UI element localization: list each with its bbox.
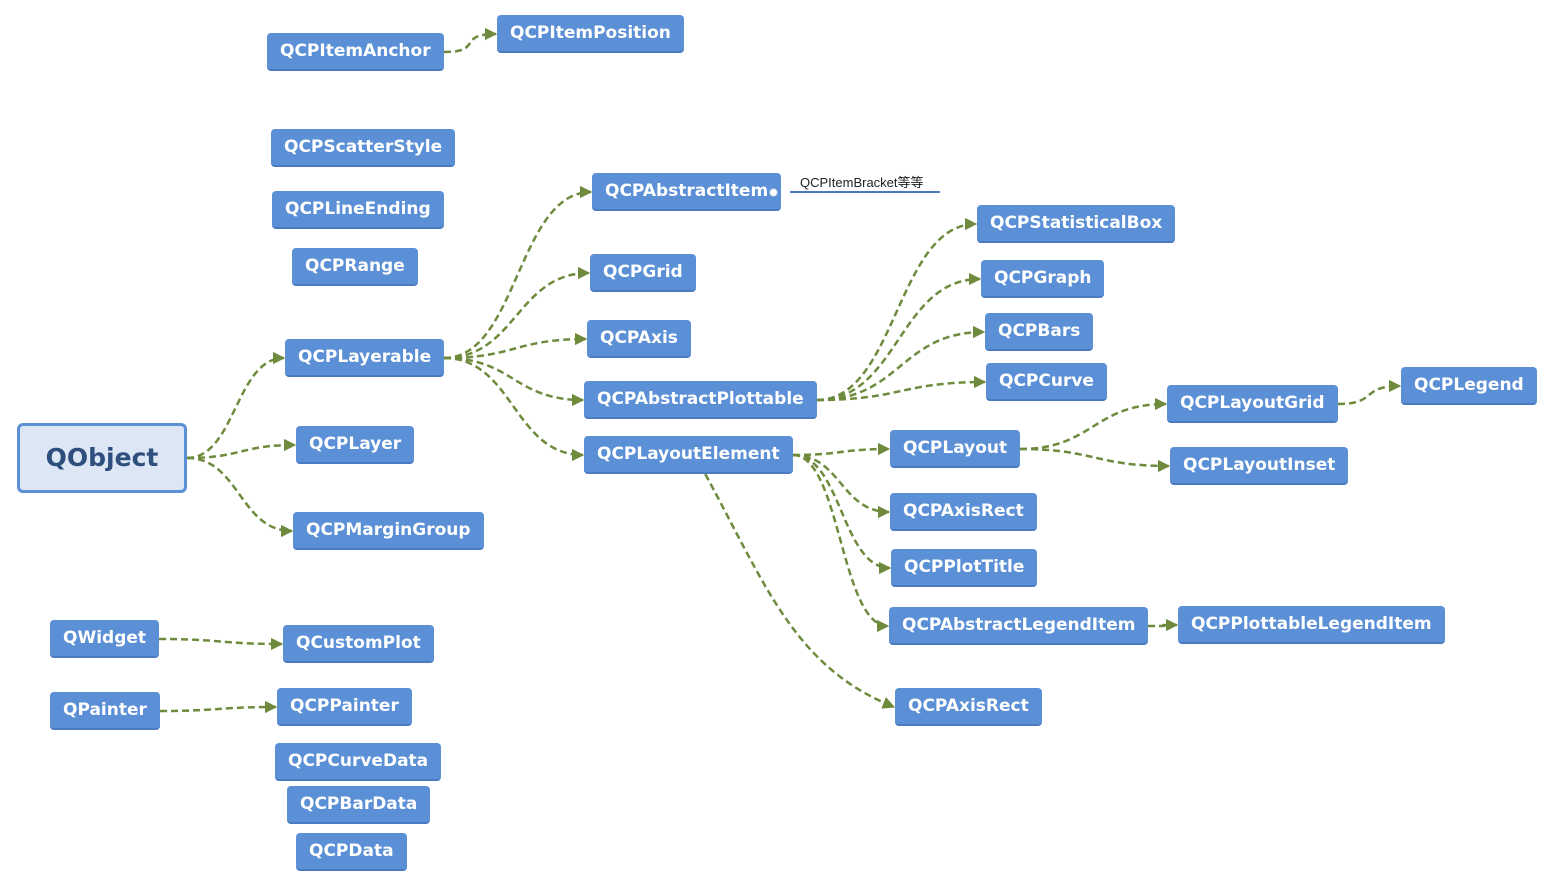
node-qcpgraph[interactable]: QCPGraph [981, 260, 1105, 298]
node-qcpscatterstyle[interactable]: QCPScatterStyle [271, 129, 456, 167]
node-qcpitemposition[interactable]: QCPItemPosition [497, 15, 684, 53]
edge-qwidget-to-qcustomplot [158, 637, 284, 651]
note-underline [790, 191, 940, 193]
edge-qcpabstractlegenditem-to-qcpplottablelegenditem [1147, 618, 1179, 632]
node-qcplayoutelement[interactable]: QCPLayoutElement [584, 436, 793, 474]
node-qcpdata[interactable]: QCPData [296, 833, 407, 871]
node-qcpaxisrect[interactable]: QCPAxisRect [890, 493, 1037, 531]
edge-qcplayerable-to-qcplayoutelement [443, 356, 585, 462]
node-qcplineending[interactable]: QCPLineEnding [272, 191, 444, 229]
note-connector-dot [769, 188, 778, 197]
edge-qobject-to-qcplayerable [186, 351, 286, 460]
edge-qcplayerable-to-qcpabstractplottable [443, 356, 585, 407]
note-qcpitembracket: QCPItemBracket等等 [800, 175, 924, 190]
node-qcpabstractitem[interactable]: QCPAbstractItem [592, 173, 782, 211]
node-qcpaxisrect-2[interactable]: QCPAxisRect [895, 688, 1042, 726]
node-qcpbardata[interactable]: QCPBarData [287, 786, 431, 824]
node-qcpbars[interactable]: QCPBars [985, 313, 1094, 351]
node-qcplayoutinset[interactable]: QCPLayoutInset [1170, 447, 1349, 485]
edge-qobject-to-qcplayer [186, 438, 297, 460]
node-qcplayout[interactable]: QCPLayout [890, 430, 1021, 468]
node-qcpcurve[interactable]: QCPCurve [986, 363, 1107, 401]
edge-qcpabstractplottable-to-qcpstatisticalbox [816, 217, 978, 402]
edge-qcpabstractplottable-to-qcpcurve [816, 375, 987, 402]
node-qcpcurvedata[interactable]: QCPCurveData [275, 743, 442, 781]
node-qcplayer[interactable]: QCPLayer [296, 426, 415, 464]
node-qpainter[interactable]: QPainter [50, 692, 160, 730]
node-qcppainter[interactable]: QCPPainter [277, 688, 412, 726]
node-qcpplottitle[interactable]: QCPPlotTitle [891, 549, 1038, 587]
node-qcplayoutgrid[interactable]: QCPLayoutGrid [1167, 385, 1338, 423]
edge-qcplayoutelement-to-qcpplottitle [792, 453, 892, 575]
node-qcpaxis[interactable]: QCPAxis [587, 320, 691, 358]
edge-qcplayoutgrid-to-qcplegend [1337, 379, 1402, 406]
node-qcpstatisticalbox[interactable]: QCPStatisticalBox [977, 205, 1176, 243]
edge-qcplayout-to-qcplayoutgrid [1019, 397, 1168, 451]
node-qobject[interactable]: QObject [17, 423, 187, 493]
node-qwidget[interactable]: QWidget [50, 620, 160, 658]
node-qcplayerable[interactable]: QCPLayerable [285, 339, 445, 377]
edge-qcplayoutelement-to-qcpabstractlegenditem [792, 453, 890, 633]
edge-qcplayerable-to-qcpaxis [443, 332, 588, 360]
edge-qcplayerable-to-qcpabstractitem [443, 185, 593, 360]
node-qcprange[interactable]: QCPRange [292, 248, 418, 286]
node-qcpplottablelegenditem[interactable]: QCPPlottableLegendItem [1178, 606, 1445, 644]
edge-qcpabstractplottable-to-qcpbars [816, 325, 986, 402]
node-qcpabstractlegenditem[interactable]: QCPAbstractLegendItem [889, 607, 1149, 645]
node-qcustomplot[interactable]: QCustomPlot [283, 625, 434, 663]
edge-qobject-to-qcpmargingroup [186, 456, 294, 538]
edge-qcplayoutelement-to-qcpaxisrect1 [792, 453, 891, 519]
edge-qcpitemanchor-to-qcpitemposition [443, 27, 498, 54]
node-qcplegend[interactable]: QCPLegend [1401, 367, 1537, 405]
edge-qcplayoutelement-to-qcpaxisrect2 [704, 473, 896, 709]
edge-qcplayerable-to-qcpgrid [443, 266, 591, 360]
node-qcpmargingroup[interactable]: QCPMarginGroup [293, 512, 484, 550]
node-qcpitemanchor[interactable]: QCPItemAnchor [267, 33, 444, 71]
node-qcpgrid[interactable]: QCPGrid [590, 254, 696, 292]
edge-qcplayoutelement-to-qcplayout [792, 442, 891, 457]
edge-qcpabstractplottable-to-qcpgraph [816, 272, 982, 402]
node-qcpabstractplottable[interactable]: QCPAbstractPlottable [584, 381, 817, 419]
edge-qpainter-to-qcppainter [159, 700, 278, 714]
edge-qcplayout-to-qcplayoutinset [1019, 447, 1171, 473]
